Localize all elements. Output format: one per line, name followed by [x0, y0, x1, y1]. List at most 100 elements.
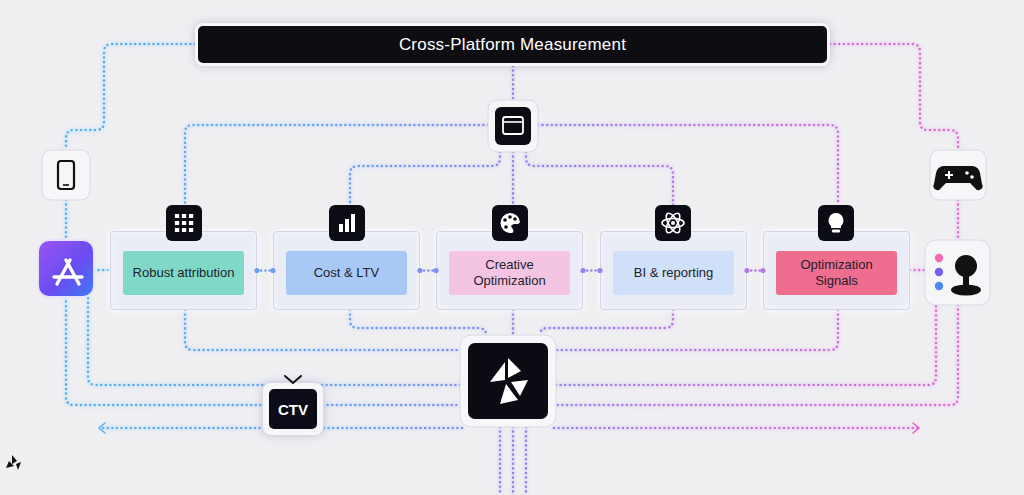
- icon-frame: [488, 100, 538, 152]
- connector-line: [420, 269, 436, 272]
- palette-icon: [492, 205, 528, 241]
- connector-dot: [760, 268, 765, 273]
- icon-face: [38, 240, 94, 297]
- connector-dot: [254, 268, 259, 273]
- logo-glyph: [508, 358, 521, 378]
- bar-glyph: [351, 214, 355, 232]
- browser-icon: [488, 100, 538, 152]
- wire: [350, 310, 486, 335]
- palette-glyph: [503, 218, 507, 222]
- wire: [526, 152, 673, 205]
- button-dot: [935, 254, 943, 262]
- palette-glyph: [504, 225, 508, 229]
- connector-dot: [270, 268, 275, 273]
- connector-dot: [744, 268, 749, 273]
- wire: [556, 305, 958, 405]
- feature-label: Cost & LTV: [286, 251, 407, 295]
- feature-label: BI & reporting: [613, 251, 734, 295]
- wire: [830, 44, 958, 150]
- grid-icon: [166, 205, 202, 241]
- icon-face: [655, 205, 691, 241]
- arrow-tip: [99, 423, 105, 433]
- chart-icon: [329, 205, 365, 241]
- dotted-connector: [254, 268, 275, 273]
- feature-panel: Optimization Signals: [763, 231, 910, 310]
- feature-panel: Robust attribution: [110, 231, 257, 310]
- phone-icon: [42, 150, 90, 200]
- gamepad-icon: [930, 150, 986, 200]
- atom-glyph: [664, 211, 683, 235]
- wire: [957, 200, 960, 240]
- connector-dot: [433, 268, 438, 273]
- arrow-tip: [913, 423, 919, 433]
- wire: [540, 310, 673, 335]
- wire-glow: [66, 44, 958, 495]
- feature-panel: BI & reporting: [600, 231, 747, 310]
- dotted-connector: [580, 268, 602, 273]
- stick: [963, 272, 969, 288]
- feature-label: Optimization Signals: [776, 251, 897, 295]
- ctv-label: CTV: [269, 389, 317, 429]
- title-text: Cross-Platform Measurement: [399, 35, 626, 55]
- brand-mark: [6, 455, 21, 470]
- stick-knob: [955, 255, 977, 277]
- palette-glyph: [508, 215, 512, 219]
- icon-face: [166, 205, 202, 241]
- wire: [185, 310, 460, 350]
- connector-dot: [580, 268, 585, 273]
- button-dot: [935, 282, 943, 290]
- app-glyph: [54, 260, 82, 284]
- gamepad-glyph: [945, 171, 953, 179]
- logo-glyph: [490, 362, 505, 382]
- wire: [350, 152, 500, 205]
- wire: [66, 297, 262, 405]
- ctv-box: CTV: [262, 382, 324, 436]
- atom-glyph: [671, 221, 675, 225]
- dotted-connector: [417, 268, 438, 273]
- wire: [556, 305, 936, 385]
- icon-face: [468, 343, 548, 419]
- feature-panel: Cost & LTV: [273, 231, 420, 310]
- gamepad-glyph: [970, 175, 974, 179]
- icon-frame: [925, 240, 990, 305]
- connector-line: [583, 269, 600, 272]
- feature-panel: Creative Optimization: [436, 231, 583, 310]
- logo-glyph: [500, 384, 518, 404]
- palette-glyph: [500, 213, 520, 233]
- brand-glyph: [6, 455, 21, 470]
- dotted-wires: [66, 44, 958, 495]
- connector-dot: [597, 268, 602, 273]
- title-bar: Cross-Platform Measurement: [195, 23, 830, 66]
- icon-frame: [460, 335, 556, 427]
- icon-face: [492, 205, 528, 241]
- stick-base: [951, 285, 981, 296]
- app-store-icon: [38, 240, 94, 297]
- window-glyph: [503, 121, 523, 123]
- antenna: [285, 376, 301, 383]
- dotted-connector: [744, 268, 765, 273]
- bar-glyph: [339, 224, 343, 232]
- connector-line: [257, 269, 273, 272]
- wire: [66, 44, 195, 150]
- bulb-glyph: [832, 230, 840, 233]
- wire: [65, 200, 68, 240]
- feature-label: Creative Optimization: [449, 251, 570, 295]
- bulb-icon: [818, 205, 854, 241]
- button-dot: [935, 268, 943, 276]
- icon-face: [495, 107, 531, 145]
- icon-frame: [42, 150, 90, 200]
- feature-label: Robust attribution: [123, 251, 244, 295]
- bulb-glyph: [829, 213, 844, 228]
- joystick-icon: [925, 240, 990, 305]
- atom-icon: [655, 205, 691, 241]
- gamepad-glyph: [933, 166, 982, 190]
- wire: [556, 310, 838, 350]
- logo-glyph: [511, 380, 528, 396]
- wire: [88, 297, 460, 385]
- atom-glyph: [664, 211, 683, 235]
- connector-line: [747, 269, 763, 272]
- phone-glyph: [63, 184, 69, 186]
- icon-frame: [930, 150, 986, 200]
- palette-glyph: [513, 217, 517, 221]
